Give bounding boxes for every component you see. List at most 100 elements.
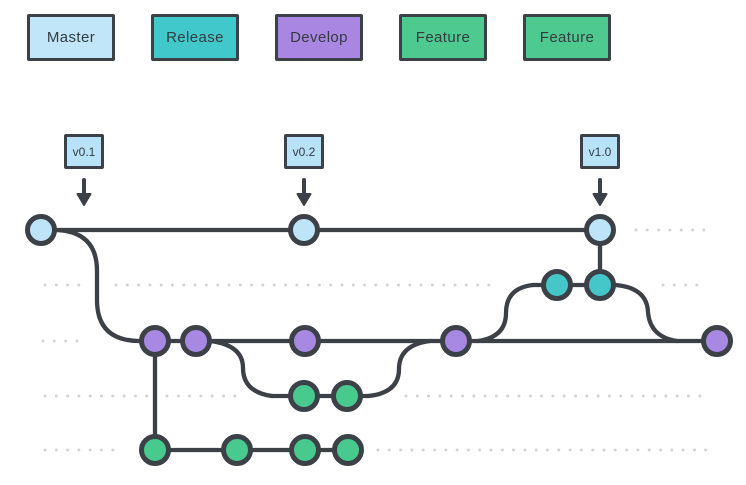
timeline-dot [227,283,231,287]
develop-to-release-branch [475,282,536,344]
timeline-dot [385,283,389,287]
timeline-dot [585,394,589,398]
timeline-dot [222,394,225,398]
timeline-dot [487,283,491,287]
timeline-dot [111,448,115,452]
timeline-dot [199,394,203,398]
timeline-dot [636,448,640,452]
timeline-dot [340,283,344,287]
commit-node-master [584,214,616,246]
version-tag-v0-2: v0.2 [284,134,324,169]
timeline-dot [43,283,47,287]
timeline-dot [455,448,459,452]
commit-node-feature [139,434,171,466]
timeline-dot [645,228,649,232]
timeline-dot [466,448,470,452]
commit-node-release [541,269,573,301]
timeline-dot [681,448,685,452]
timeline-dot [419,283,423,287]
commit-node-develop [701,325,733,357]
timeline-dot [88,394,92,398]
timeline-dot [404,394,408,398]
feature1-merge-to-develop [365,338,433,399]
timeline-dot [528,394,532,398]
timeline-dot [165,394,169,398]
timeline-dot [88,448,92,452]
timeline-dot [54,283,58,287]
timeline-dot [591,448,595,452]
timeline-dot [449,394,453,398]
timeline-dot [602,448,606,452]
timeline-dot [421,448,425,452]
timeline-dot [66,394,70,398]
timeline-dot [579,448,583,452]
timeline-dot [698,394,702,398]
commit-node-feature [289,434,321,466]
timeline-dot [687,394,690,398]
timeline-dot [100,448,103,452]
timeline-dot [641,394,645,398]
timeline-dot [397,283,400,287]
timeline-dot [125,283,129,287]
commit-node-master [288,214,320,246]
timeline-dot [551,394,555,398]
timeline-dot [137,283,141,287]
commit-node-develop [139,325,171,357]
branch-legend: Master Release Develop Feature Feature [27,14,611,61]
commit-node-develop [440,325,472,357]
timeline-dot [410,448,414,452]
timeline-dot [122,394,126,398]
timeline-dot [66,448,70,452]
timeline-dot [66,283,70,287]
tag-arrowhead-icon [296,193,312,206]
timeline-dot [664,394,668,398]
timeline-dot [596,394,600,398]
timeline-dot [438,394,442,398]
timeline-dot [77,394,81,398]
commit-node-develop [180,325,212,357]
timeline-dot [657,228,661,232]
timeline-dot [679,228,683,232]
timeline-dot [540,394,544,398]
timeline-dot [41,339,45,343]
timeline-dot [374,283,378,287]
timeline-dot [216,283,220,287]
timeline-dot [500,448,504,452]
version-tag-v0-1: v0.1 [64,134,104,169]
timeline-dot [442,283,446,287]
timeline-dot [557,448,561,452]
timeline-dot [433,448,436,452]
timeline-dot [238,283,242,287]
timeline-dot [630,394,634,398]
timeline-dot [523,448,527,452]
timeline-dot [233,394,237,398]
timeline-dot [675,394,679,398]
timeline-dot [661,283,665,287]
timeline-dot [351,283,355,287]
legend-develop: Develop [275,14,363,61]
timeline-dot [77,448,81,452]
timeline-dot [204,283,208,287]
timeline-dot [672,283,676,287]
timeline-dot [702,228,706,232]
timeline-dot [261,283,265,287]
timeline-dot [387,448,391,452]
timeline-dot [363,283,367,287]
timeline-dot [444,448,448,452]
timeline-dot [317,283,321,287]
timeline-dot [691,228,694,232]
commit-node-release [584,269,616,301]
timeline-dot [512,448,516,452]
timeline-dot [695,283,699,287]
timeline-dot [489,448,493,452]
timeline-dot [111,394,115,398]
timeline-dot [54,448,58,452]
timeline-dot [145,394,149,398]
timeline-dot [653,394,657,398]
tag-arrowhead-icon [592,193,608,206]
timeline-dot [607,394,611,398]
timeline-dot [478,448,482,452]
master-to-develop-branch [52,227,141,344]
